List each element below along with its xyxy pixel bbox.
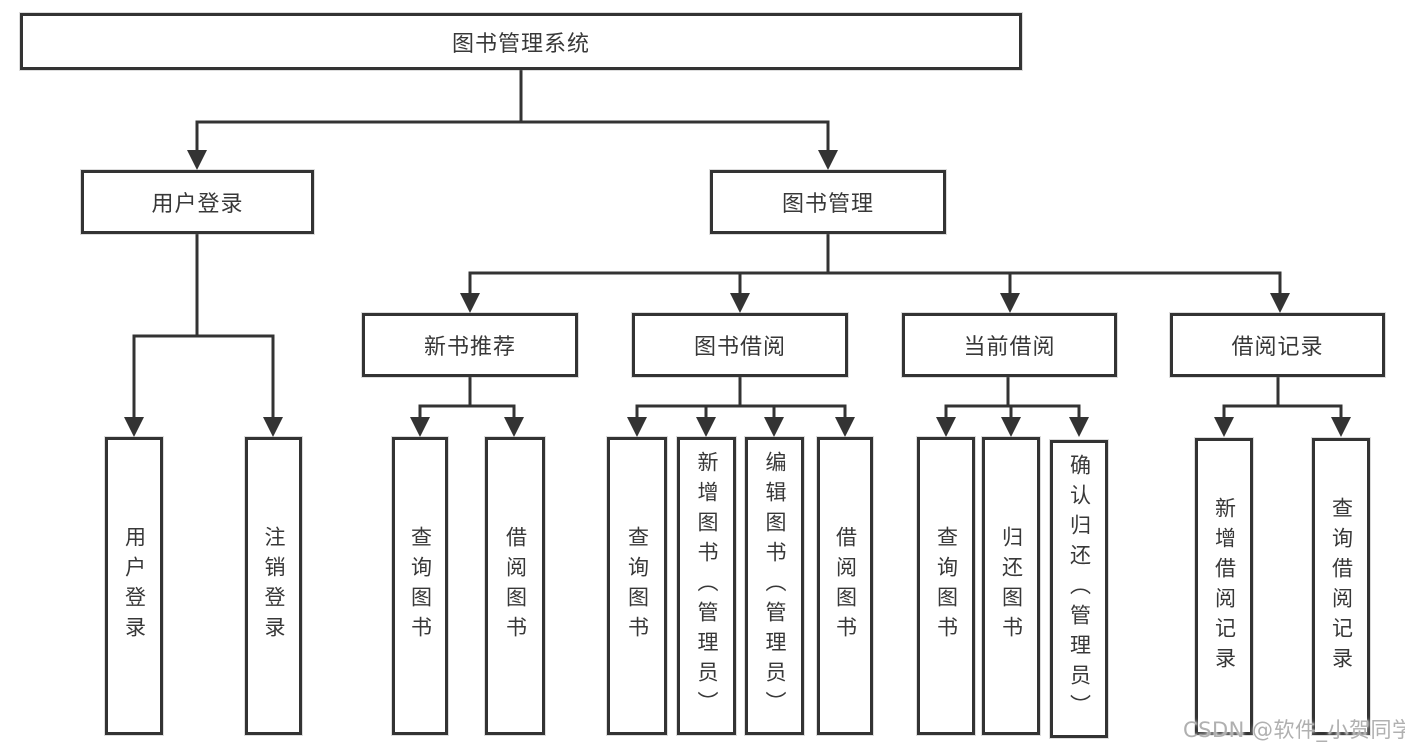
arrowhead-icon [504, 417, 524, 437]
node-borrow-records: 借阅记录 [1170, 313, 1385, 377]
leaf-query-books-3-label: 查询图书 [934, 526, 959, 646]
leaf-query-books-2-label: 查询图书 [625, 526, 650, 646]
arrowhead-icon [764, 417, 784, 437]
node-book-management: 图书管理 [710, 170, 946, 234]
leaf-query-borrow-record: 查询借阅记录 [1312, 438, 1370, 735]
node-library-system: 图书管理系统 [20, 13, 1022, 70]
leaf-confirm-return-admin: 确认归还（管理员） [1050, 440, 1108, 738]
arrowhead-icon [1331, 417, 1351, 437]
leaf-logout-label: 注销登录 [262, 526, 286, 646]
node-book-borrow: 图书借阅 [632, 313, 848, 377]
arrowhead-icon [627, 417, 647, 437]
leaf-query-books-2: 查询图书 [607, 437, 667, 735]
leaf-add-borrow-record-label: 新增借阅记录 [1212, 496, 1237, 677]
arrowhead-icon [835, 417, 855, 437]
node-current-borrow: 当前借阅 [902, 313, 1117, 377]
arrowhead-icon [936, 417, 956, 437]
arrowhead-icon [730, 293, 750, 313]
node-user-login: 用户登录 [81, 170, 314, 234]
leaf-add-books-admin: 新增图书（管理员） [677, 437, 736, 735]
leaf-borrow-books-1: 借阅图书 [485, 437, 545, 735]
leaf-borrow-books-1-label: 借阅图书 [503, 526, 528, 646]
leaf-query-books-1-label: 查询图书 [408, 526, 433, 646]
leaf-confirm-return-admin-label: 确认归还（管理员） [1067, 454, 1092, 724]
arrowhead-icon [1214, 417, 1234, 437]
leaf-edit-books-admin: 编辑图书（管理员） [745, 437, 804, 735]
arrowhead-icon [124, 417, 144, 437]
leaf-query-books-1: 查询图书 [392, 437, 448, 735]
leaf-edit-books-admin-label: 编辑图书（管理员） [763, 451, 787, 721]
leaf-return-books-label: 归还图书 [999, 526, 1024, 646]
arrowhead-icon [1270, 293, 1290, 313]
leaf-add-borrow-record: 新增借阅记录 [1195, 438, 1253, 735]
node-new-book-recommend: 新书推荐 [362, 313, 578, 377]
arrowhead-icon [818, 150, 838, 170]
arrowhead-icon [187, 150, 207, 170]
arrowhead-icon [696, 417, 716, 437]
arrowhead-icon [410, 417, 430, 437]
leaf-user-login: 用户登录 [105, 437, 163, 735]
arrowhead-icon [1000, 293, 1020, 313]
leaf-add-books-admin-label: 新增图书（管理员） [695, 451, 719, 721]
leaf-borrow-books-2: 借阅图书 [817, 437, 873, 735]
leaf-query-books-3: 查询图书 [917, 437, 975, 735]
leaf-logout: 注销登录 [245, 437, 302, 735]
arrowhead-icon [263, 417, 283, 437]
leaf-user-login-label: 用户登录 [122, 526, 147, 646]
arrowhead-icon [460, 293, 480, 313]
arrowhead-icon [1069, 417, 1089, 437]
csdn-watermark: CSDN @软件_小贺同学 [1183, 718, 1405, 742]
arrowhead-icon [1001, 417, 1021, 437]
leaf-query-borrow-record-label: 查询借阅记录 [1329, 496, 1354, 677]
leaf-borrow-books-2-label: 借阅图书 [833, 526, 858, 646]
leaf-return-books: 归还图书 [982, 437, 1040, 735]
